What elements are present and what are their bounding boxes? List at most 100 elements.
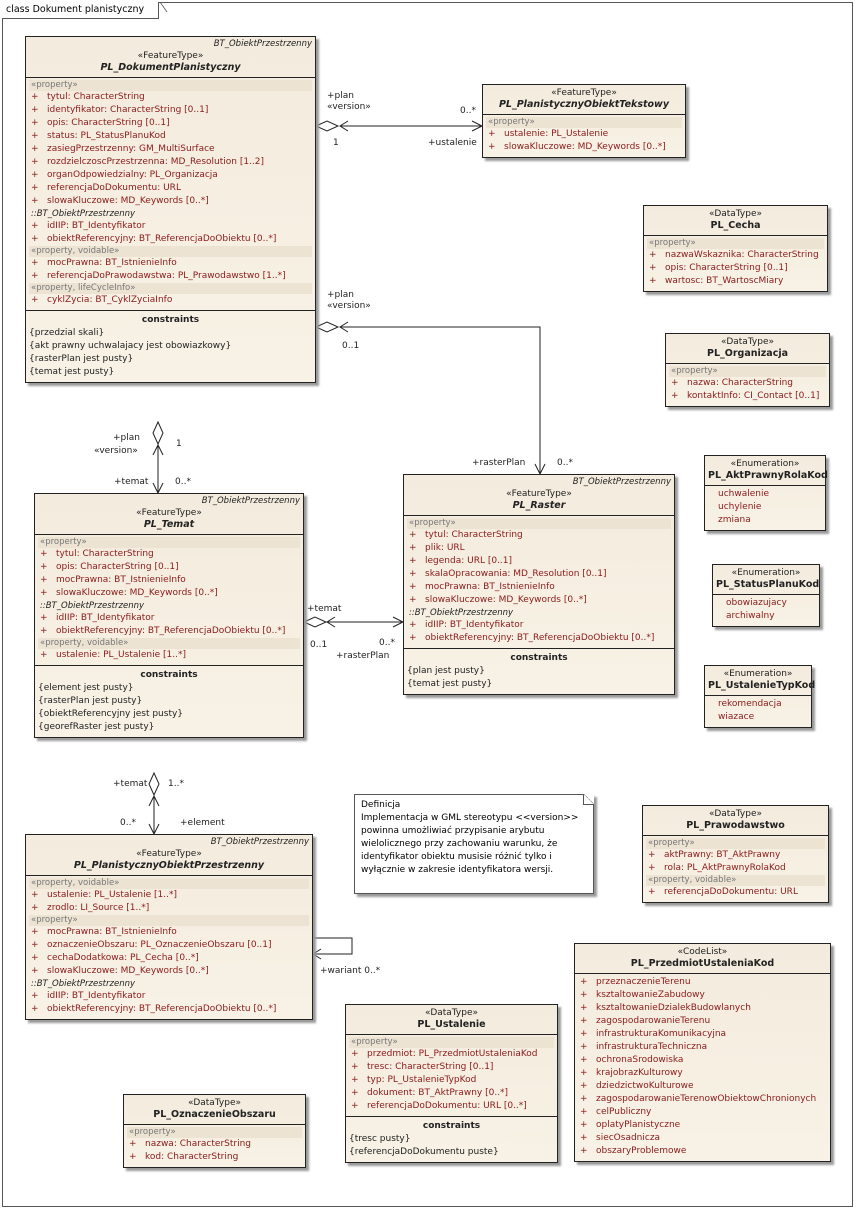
- attribute-row: +cyklZycia: BT_CyklZyciaInfo: [29, 294, 312, 307]
- attribute-row: +ustalenie: PL_Ustalenie [1..*]: [38, 649, 300, 662]
- attributes-section: «property»+tytul: CharacterString+identy…: [26, 78, 315, 310]
- attribute-text: obszaryProblemowe: [596, 1146, 687, 1156]
- aggregation-diamond: [302, 616, 328, 628]
- attribute-row: +tytul: CharacterString: [38, 548, 300, 561]
- visibility-marker: +: [31, 890, 39, 900]
- class-header: «DataType»PL_Organizacja: [666, 334, 829, 364]
- multiplicity-label: 1: [333, 138, 339, 148]
- attribute-text: rozdzielczoscPrzestrzenna: MD_Resolution…: [47, 157, 265, 167]
- attribute-text: opis: CharacterString [0..1]: [56, 562, 179, 572]
- attribute-text: oznaczenieObszaru: PL_OznaczenieObszaru …: [47, 940, 272, 950]
- attribute-row: +ustalenie: PL_Ustalenie: [486, 128, 682, 141]
- visibility-marker: +: [648, 887, 656, 897]
- attribute-text: przeznaczenieTerenu: [596, 977, 691, 987]
- attribute-row: +dziedzictwoKulturowe: [578, 1080, 827, 1093]
- class-name: PL_Ustalenie: [417, 1019, 486, 1030]
- class-name: PL_PlanistycznyObiektTekstowy: [498, 99, 670, 110]
- attribute-row: +nazwaWskaznika: CharacterString: [647, 249, 824, 262]
- attribute-row: + tytul: CharacterString: [407, 529, 671, 542]
- attribute-row: +organOdpowiedzialny: PL_Organizacja: [29, 169, 312, 182]
- arrow-head: [326, 616, 336, 628]
- constraints-section: constraints{przedzial skali}{akt prawny …: [26, 310, 315, 382]
- attribute-row: +idIIP: BT_Identyfikator: [29, 990, 309, 1003]
- attribute-text: oplatyPlanistyczne: [596, 1120, 681, 1130]
- attribute-text: mocPrawna: BT_IstnienieInfo: [56, 575, 186, 585]
- visibility-marker: +: [649, 276, 657, 286]
- role-label: +plan: [113, 433, 140, 443]
- visibility-marker: +: [409, 530, 417, 540]
- class-name: PL_Raster: [512, 500, 566, 511]
- codelist-pl-przedmiot-ustalenia-kod[interactable]: «CodeList»PL_PrzedmiotUstaleniaKod+przez…: [574, 943, 831, 1162]
- attribute-row: +obiektReferencyjny: BT_ReferencjaDoObie…: [38, 625, 300, 638]
- group-label: «property»: [407, 518, 671, 529]
- visibility-marker: +: [31, 170, 39, 180]
- constraints-title: constraints: [140, 670, 198, 680]
- attributes-section: «property»+tytul: CharacterString+opis: …: [35, 535, 303, 665]
- attribute-row: +referencjaDoDokumentu: URL [0..*]: [349, 1100, 554, 1113]
- inherited-label: ::BT_ObiektPrzestrzenny: [31, 209, 135, 219]
- attributes-section: «property»+ustalenie: PL_Ustalenie+slowa…: [483, 115, 685, 157]
- visibility-marker: +: [129, 1152, 137, 1162]
- role-label: +temat: [307, 604, 342, 614]
- attribute-text: tytul: CharacterString: [425, 530, 523, 540]
- role-label: +element: [180, 818, 225, 828]
- role-label: +ustalenie: [428, 138, 477, 148]
- constraint-item: {obiektReferencyjny jest pusty}: [38, 709, 184, 719]
- attribute-text: tytul: CharacterString: [56, 549, 154, 559]
- class-pl-planistyczny-obiekt-przestrzenny[interactable]: BT_ObiektPrzestrzenny«FeatureType»PL_Pla…: [25, 834, 313, 1020]
- attribute-row: +cechaDodatkowa: PL_Cecha [0..*]: [29, 952, 309, 965]
- owner-label: BT_ObiektPrzestrzenny: [210, 837, 309, 847]
- class-pl-raster[interactable]: BT_ObiektPrzestrzenny«FeatureType»PL_Ras…: [403, 474, 675, 695]
- class-pl-temat[interactable]: BT_ObiektPrzestrzenny«FeatureType»PL_Tem…: [34, 493, 304, 738]
- visibility-marker: +: [580, 1029, 588, 1039]
- visibility-marker: +: [40, 575, 48, 585]
- attribute-row: +przedmiot: PL_PrzedmiotUstaleniaKod: [349, 1048, 554, 1061]
- attribute-row: +slowaKluczowe: MD_Keywords [0..*]: [29, 965, 309, 978]
- stereotype-label: «DataType»: [708, 809, 762, 819]
- attributes-section: «property»+nazwa: CharacterString+kontak…: [666, 364, 829, 406]
- visibility-marker: +: [31, 183, 39, 193]
- visibility-marker: +: [409, 595, 417, 605]
- visibility-marker: +: [31, 927, 39, 937]
- class-pl-cecha[interactable]: «DataType»PL_Cecha «property»+nazwaWskazn…: [643, 205, 828, 292]
- constraint-item: {rasterPlan jest pusty}: [29, 354, 134, 364]
- attribute-row: +slowaKluczowe: MD_Keywords [0..*]: [29, 195, 312, 208]
- class-pl-oznaczenie-obszaru[interactable]: «DataType»PL_OznaczenieObszaru«property»…: [123, 1094, 306, 1168]
- stereotype-label: «DataType»: [708, 209, 762, 219]
- aggregation-diamond: [148, 771, 160, 797]
- class-pl-dokument-planistyczny[interactable]: BT_ObiektPrzestrzenny«FeatureType»PL_Dok…: [25, 36, 316, 383]
- group-label: «property»: [647, 238, 824, 249]
- attribute-row: +celPubliczny: [578, 1106, 827, 1119]
- attribute-row: +idIIP: BT_Identyfikator: [29, 220, 312, 233]
- multiplicity-label: 1..*: [168, 779, 184, 789]
- class-pl-prawodawstwo[interactable]: «DataType»PL_Prawodawstwo«property»+aktP…: [642, 805, 829, 903]
- attribute-text: tresc: CharacterString [0..1]: [367, 1062, 494, 1072]
- attribute-text: ustalenie: PL_Ustalenie: [504, 129, 609, 139]
- attribute-row: +ochronaSrodowiska: [578, 1054, 827, 1067]
- attribute-row: +przeznaczenieTerenu: [578, 976, 827, 989]
- class-header: BT_ObiektPrzestrzenny«FeatureType»PL_Dok…: [26, 37, 315, 78]
- visibility-marker: +: [40, 588, 48, 598]
- attribute-text: zrodlo: LI_Source [1..*]: [47, 903, 150, 913]
- class-pl-ustalenie[interactable]: «DataType»PL_Ustalenie«property»+przedmi…: [345, 1004, 558, 1163]
- class-pl-organizacja[interactable]: «DataType»PL_Organizacja«property»+nazwa…: [665, 333, 830, 407]
- stereotype-label: «version»: [327, 301, 371, 311]
- attribute-text: ksztaltowanieZabudowy: [596, 990, 705, 1000]
- attribute-text: cechaDodatkowa: PL_Cecha [0..*]: [47, 953, 199, 963]
- visibility-marker: +: [580, 1094, 588, 1104]
- constraint-item: {referencjaDoDokumentu puste}: [349, 1147, 499, 1157]
- attribute-text: mocPrawna: BT_IstnienieInfo: [47, 927, 177, 937]
- note-line: identyfikator obiektu musisie różnić tyl…: [361, 852, 552, 862]
- class-header: «DataType»PL_Cecha: [644, 206, 827, 236]
- attribute-text: nazwa: CharacterString: [687, 378, 794, 388]
- attribute-row: +opis: CharacterString [0..1]: [29, 117, 312, 130]
- attribute-row: +obszaryProblemowe: [578, 1145, 827, 1158]
- attribute-text: slowaKluczowe: MD_Keywords [0..*]: [504, 142, 666, 152]
- class-pl-planistyczny-obiekt-tekstowy[interactable]: «FeatureType»PL_PlanistycznyObiektTeksto…: [482, 84, 686, 158]
- attribute-row: + mocPrawna: BT_IstnienieInfo: [38, 574, 300, 587]
- attribute-text: nazwa: CharacterString: [145, 1139, 252, 1149]
